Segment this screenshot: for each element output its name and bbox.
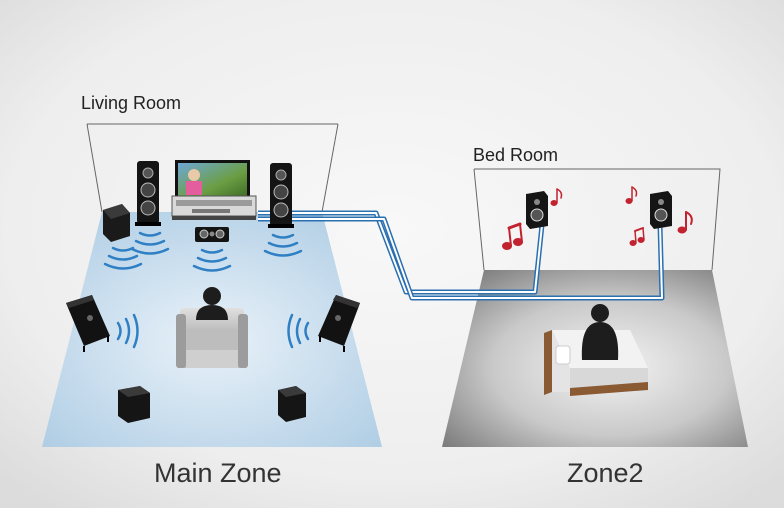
listener-icon [581, 304, 619, 360]
wall-edge-left [86, 123, 103, 213]
music-note-icon [502, 186, 693, 250]
bedroom-wall-left [473, 168, 485, 271]
sofa-icon [176, 308, 248, 368]
speaker-icon [650, 191, 672, 229]
bed-icon [544, 330, 648, 396]
speaker-icon [195, 227, 229, 242]
living-room-label: Living Room [81, 93, 182, 113]
cable-bedroom-right [258, 216, 665, 301]
speaker-icon [318, 295, 360, 352]
bedroom-wall-top [474, 168, 721, 271]
av-receiver-icon [171, 195, 257, 220]
subwoofer-icon [103, 204, 130, 242]
speaker-icon [118, 386, 150, 423]
speaker-icon [278, 386, 306, 422]
zone2-label: Zone2 [567, 458, 644, 488]
main-zone-label: Main Zone [154, 458, 282, 488]
sound-wave-icon [103, 231, 310, 349]
speaker-icon [135, 161, 161, 226]
tv-icon [175, 160, 250, 205]
speaker-icon [268, 163, 294, 228]
cable-bedroom-left [258, 210, 545, 295]
wall-edge-right [321, 123, 339, 213]
listener-icon [196, 287, 228, 320]
speaker-icon [526, 191, 548, 229]
speaker-cables [258, 210, 665, 301]
bed-room-label: Bed Room [473, 145, 559, 165]
speaker-icon [66, 295, 110, 352]
